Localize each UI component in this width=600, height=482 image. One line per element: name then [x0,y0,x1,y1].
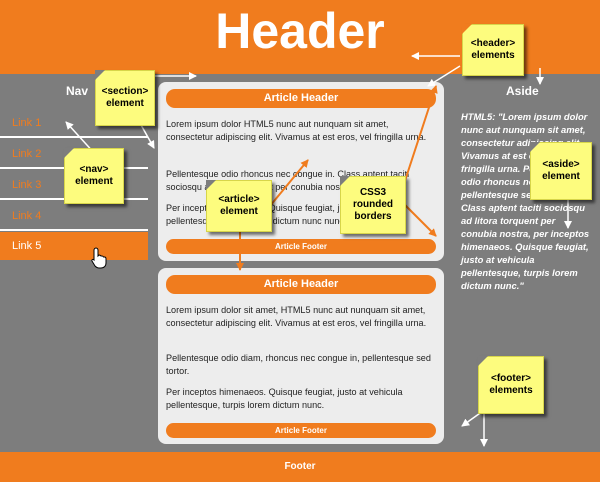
nav-link-1[interactable]: Link 1 [0,108,148,138]
css3-arrow [403,203,437,237]
article-paragraph: Pellentesque odio diam, rhoncus nec cong… [166,353,431,376]
header-title: Header [215,3,385,59]
article-paragraph: Per inceptos himenaeos. Quisque feugiat,… [166,387,403,410]
aside-text: HTML5: "Lorem ipsum dolor nunc aut nunqu… [461,111,590,291]
aside-element-note: <aside> element [530,142,592,200]
header-elements-note: <header> elements [462,24,524,76]
footer-text: Footer [284,461,316,472]
article-footer: Article Footer [166,239,436,254]
nav-title: Nav [66,84,89,98]
article-element-note: <article> element [206,180,272,232]
article-arrow [264,159,309,213]
nav-element-note: <nav> element [64,148,124,204]
nav-link-5[interactable]: Link 5 [0,232,148,260]
article-2: Article Header Lorem ipsum dolor sit ame… [158,268,444,444]
aside-title: Aside [506,84,539,98]
article-header: Article Header [166,89,436,108]
css3-rounded-borders-note: CSS3 rounded borders [340,176,406,234]
section-element-note: <section> element [95,70,155,126]
footer-elements-note: <footer> elements [478,356,544,414]
header-arrow [427,65,461,87]
article-paragraph: Lorem ipsum dolor HTML5 nunc aut nunquam… [166,119,427,142]
hand-pointer-icon [91,247,107,269]
article-header: Article Header [166,275,436,294]
article-footer: Article Footer [166,423,436,438]
css3-arrow [399,85,438,197]
page-footer: Footer [0,452,600,482]
article-paragraph: Lorem ipsum dolor sit amet, HTML5 nunc a… [166,305,427,328]
nav-link-4[interactable]: Link 4 [0,201,148,231]
